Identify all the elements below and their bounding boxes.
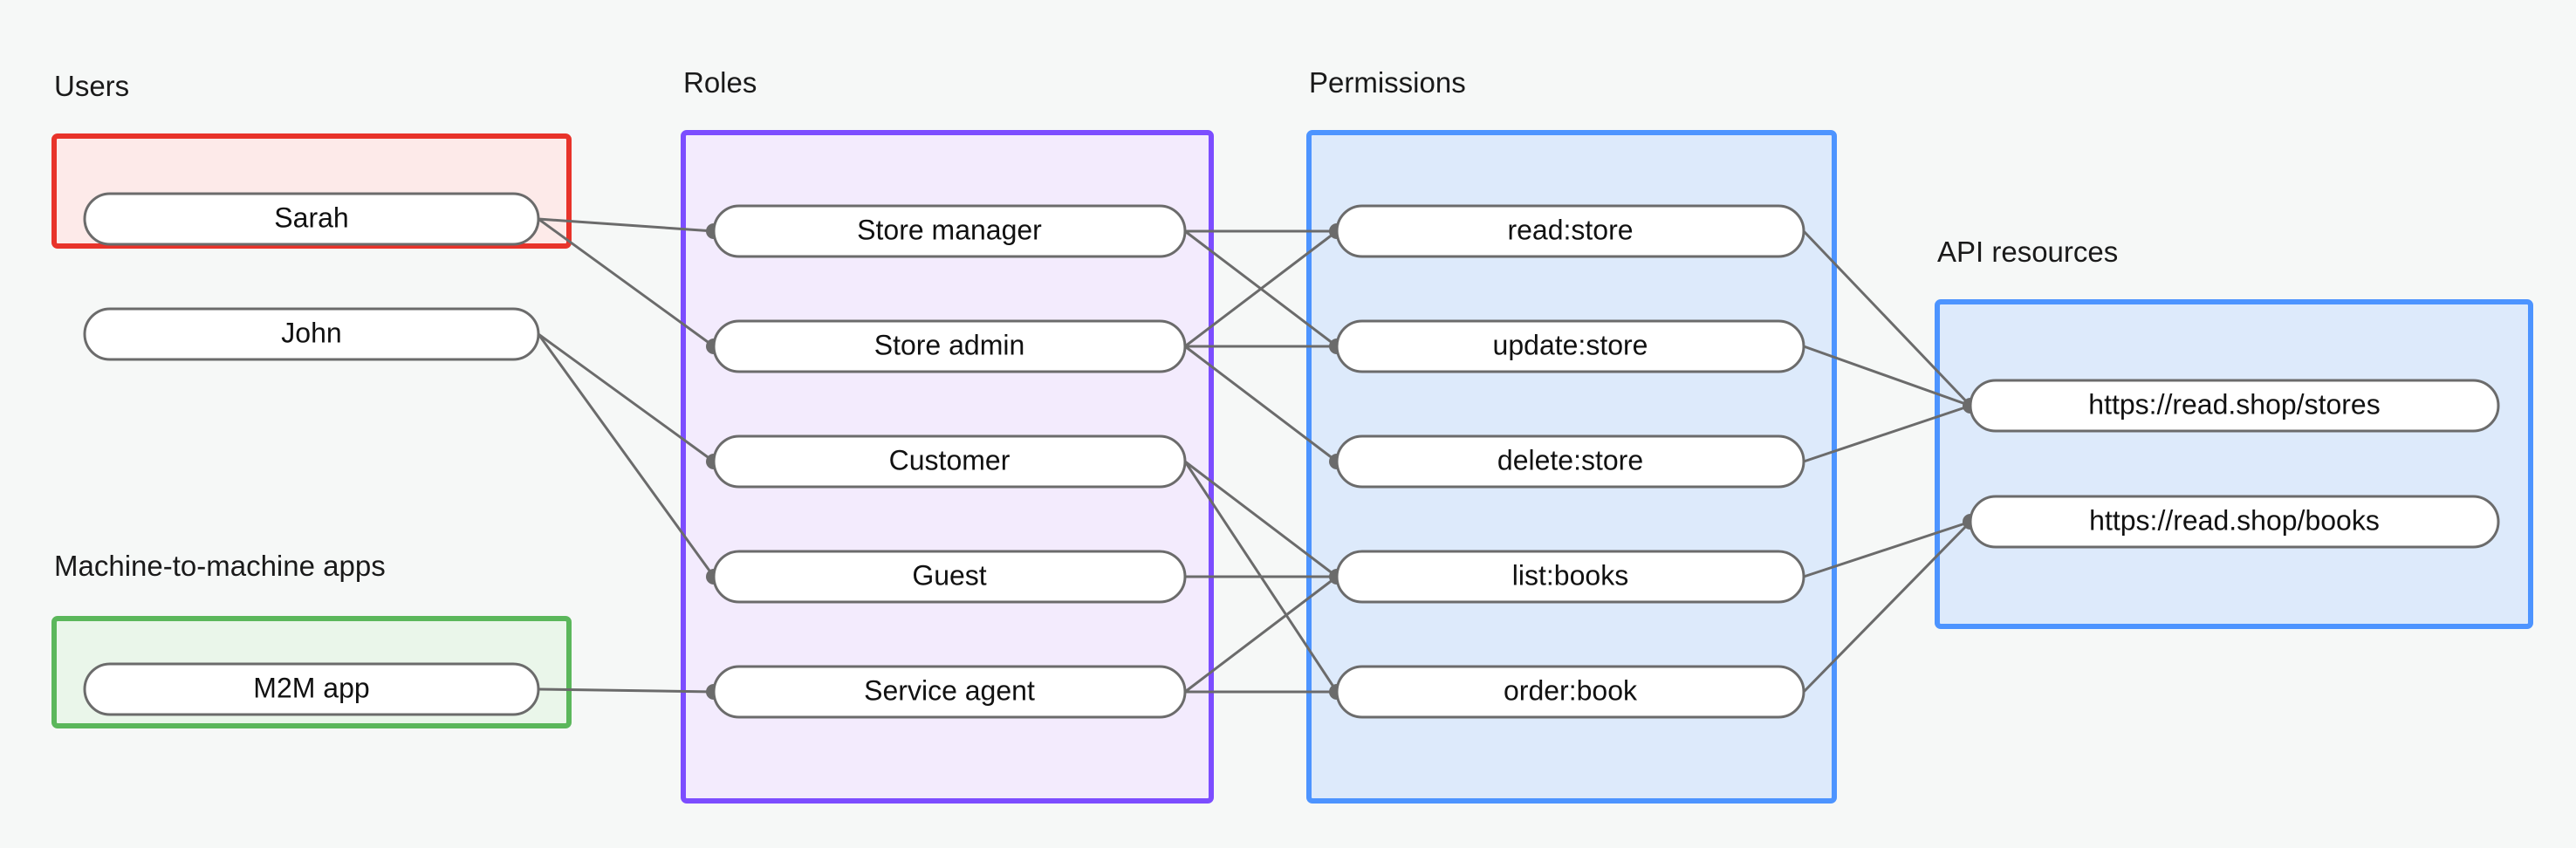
node-orderbook[interactable]: order:book <box>1335 665 1805 719</box>
group-label-permissions: Permissions <box>1309 66 1466 99</box>
node-label-resbooks: https://read.shop/books <box>2089 504 2380 536</box>
node-shape-updstore[interactable] <box>1335 319 1805 373</box>
node-shape-customer[interactable] <box>712 434 1187 489</box>
edge-svcagent-to-listbooks <box>1184 575 1338 694</box>
node-label-guest: Guest <box>912 559 986 591</box>
node-shape-m2mapp[interactable] <box>83 662 540 716</box>
edge-john-to-customer <box>538 332 715 463</box>
node-updstore[interactable]: update:store <box>1335 319 1805 373</box>
node-shape-sarah[interactable] <box>83 192 540 246</box>
node-label-updstore: update:store <box>1493 329 1648 360</box>
group-label-api: API resources <box>1937 236 2118 268</box>
edge-sarah-to-storeadmin <box>538 217 715 348</box>
edge-updstore-to-resstores <box>1803 345 1971 407</box>
edge-sarah-to-storemgr <box>538 217 715 233</box>
node-label-john: John <box>281 317 341 348</box>
node-resstores[interactable]: https://read.shop/stores <box>1969 379 2500 433</box>
edge-orderbook-to-resbooks <box>1802 520 1972 694</box>
node-shape-svcagent[interactable] <box>712 665 1187 719</box>
edge-readstore-to-resstores <box>1802 229 1972 407</box>
node-shape-listbooks[interactable] <box>1335 550 1805 604</box>
node-shape-orderbook[interactable] <box>1335 665 1805 719</box>
edges-layer <box>537 217 1972 694</box>
node-readstore[interactable]: read:store <box>1335 204 1805 258</box>
node-guest[interactable]: Guest <box>712 550 1187 604</box>
edge-storeadmin-to-readstore <box>1184 229 1338 348</box>
node-label-m2mapp: M2M app <box>253 672 369 703</box>
node-m2mapp[interactable]: M2M app <box>83 662 540 716</box>
node-storemgr[interactable]: Store manager <box>712 204 1187 258</box>
node-shape-resstores[interactable] <box>1969 379 2500 433</box>
node-label-svcagent: Service agent <box>864 674 1035 706</box>
edge-storeadmin-to-delstore <box>1184 345 1338 463</box>
edge-m2mapp-to-svcagent <box>538 687 715 694</box>
group-label-m2m: Machine-to-machine apps <box>54 550 386 582</box>
node-delstore[interactable]: delete:store <box>1335 434 1805 489</box>
node-shape-delstore[interactable] <box>1335 434 1805 489</box>
node-label-readstore: read:store <box>1507 214 1633 245</box>
node-shape-guest[interactable] <box>712 550 1187 604</box>
group-label-roles: Roles <box>683 66 757 99</box>
node-label-storeadmin: Store admin <box>874 329 1025 360</box>
node-label-customer: Customer <box>889 444 1011 475</box>
node-shape-readstore[interactable] <box>1335 204 1805 258</box>
edge-listbooks-to-resbooks <box>1803 520 1971 578</box>
node-shape-storemgr[interactable] <box>712 204 1187 258</box>
node-shape-resbooks[interactable] <box>1969 495 2500 549</box>
edge-john-to-guest <box>537 333 716 578</box>
node-label-delstore: delete:store <box>1497 444 1643 475</box>
node-john[interactable]: John <box>83 307 540 361</box>
group-label-users: Users <box>54 70 129 102</box>
node-svcagent[interactable]: Service agent <box>712 665 1187 719</box>
node-label-resstores: https://read.shop/stores <box>2088 388 2380 420</box>
node-sarah[interactable]: Sarah <box>83 192 540 246</box>
node-label-listbooks: list:books <box>1512 559 1628 591</box>
edge-customer-to-listbooks <box>1184 460 1338 578</box>
node-label-sarah: Sarah <box>274 202 348 233</box>
node-storeadmin[interactable]: Store admin <box>712 319 1187 373</box>
node-resbooks[interactable]: https://read.shop/books <box>1969 495 2500 549</box>
node-shape-john[interactable] <box>83 307 540 361</box>
node-customer[interactable]: Customer <box>712 434 1187 489</box>
node-shape-storeadmin[interactable] <box>712 319 1187 373</box>
edge-delstore-to-resstores <box>1803 404 1971 463</box>
node-label-storemgr: Store manager <box>857 214 1042 245</box>
node-listbooks[interactable]: list:books <box>1335 550 1805 604</box>
group-box-api <box>1935 299 2533 629</box>
node-label-orderbook: order:book <box>1504 674 1638 706</box>
